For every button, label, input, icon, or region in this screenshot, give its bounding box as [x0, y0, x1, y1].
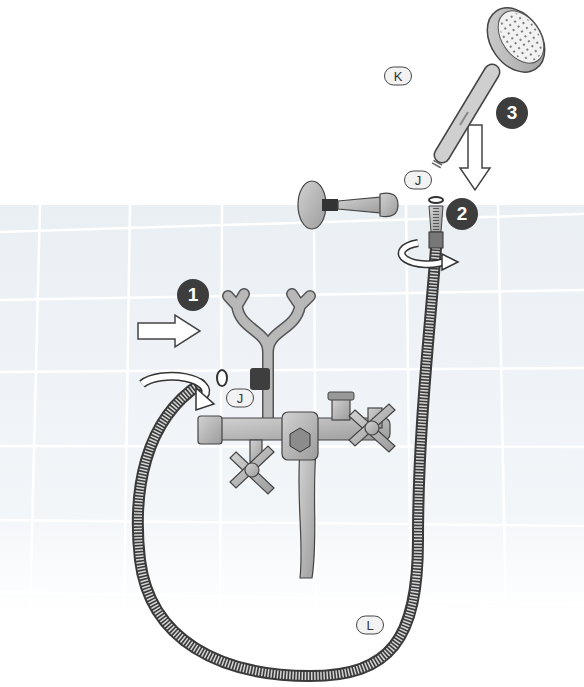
rotate-arrow [142, 376, 214, 410]
callout-number: 1 [177, 279, 209, 311]
hose-end-fitting [429, 206, 443, 248]
shower-hose [138, 248, 436, 676]
callout-number: 3 [496, 97, 528, 129]
part-letter: K [384, 67, 412, 86]
part-letter: L [356, 616, 384, 635]
wall-bracket [298, 181, 398, 229]
right-arrow [138, 315, 200, 347]
washer [429, 197, 443, 203]
washer [217, 370, 227, 386]
callout-number: 2 [446, 198, 478, 230]
part-letter: J [404, 171, 432, 190]
part-letter: J [226, 389, 254, 408]
rotate-arrow [402, 243, 458, 270]
bath-mixer [198, 294, 395, 578]
tiled-wall [0, 205, 584, 615]
hand-shower [436, 0, 557, 166]
down-arrow [460, 125, 490, 190]
